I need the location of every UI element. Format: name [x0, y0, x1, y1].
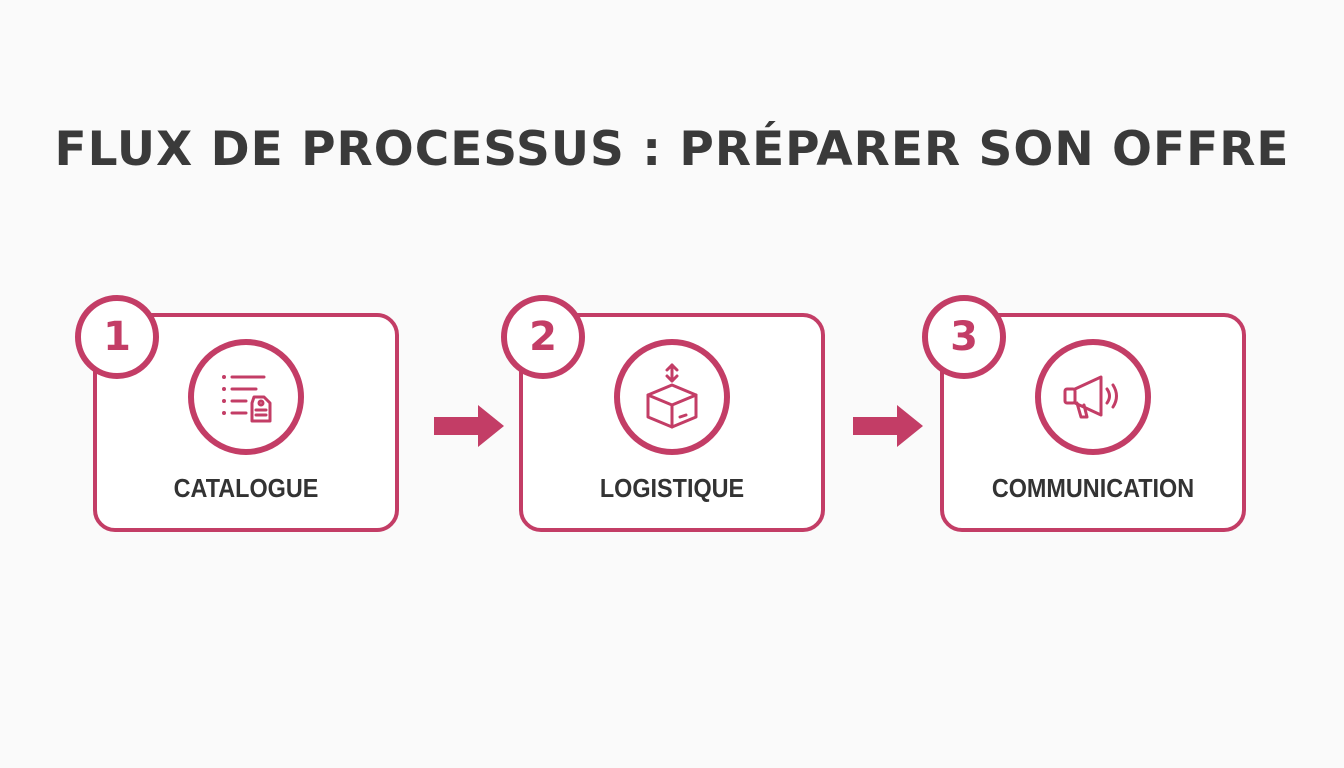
step-label: LOGISTIQUE: [599, 473, 745, 503]
step-label: COMMUNICATION: [991, 473, 1195, 503]
logistique-icon-circle: [614, 339, 730, 455]
step-number-badge: 2: [501, 295, 585, 379]
page-title: FLUX DE PROCESSUS : PRÉPARER SON OFFRE: [54, 122, 1290, 177]
step-card-logistique: 2 LOGISTIQUE: [501, 295, 825, 532]
catalogue-icon-circle: [188, 339, 304, 455]
arrow-right-icon: [853, 405, 923, 447]
step-card-catalogue: 1 CATALOGUE: [75, 295, 399, 532]
box-arrows-icon: [646, 363, 698, 429]
step-card-communication: 3 COMMUNICATION: [922, 295, 1246, 532]
step-label: CATALOGUE: [173, 473, 319, 503]
step-number-badge: 3: [922, 295, 1006, 379]
megaphone-icon: [1063, 375, 1118, 419]
arrow-right-icon: [434, 405, 504, 447]
catalogue-list-tag-icon: [222, 375, 272, 423]
step-number-badge: 1: [75, 295, 159, 379]
communication-icon-circle: [1035, 339, 1151, 455]
